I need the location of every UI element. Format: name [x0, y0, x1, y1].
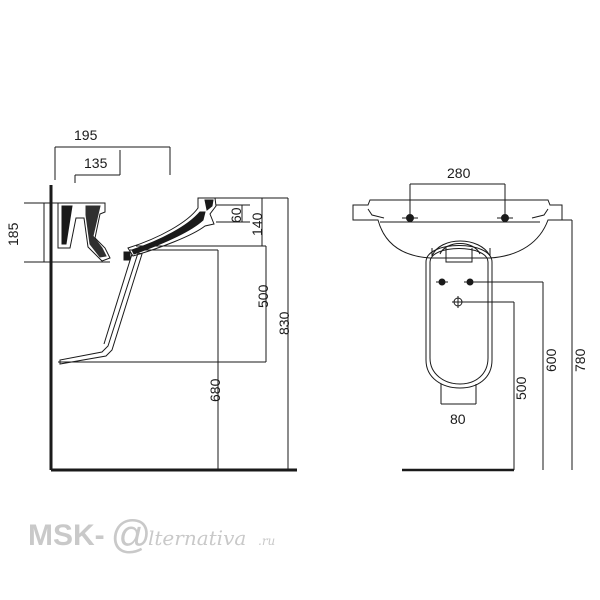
- pedestal-outline: [59, 252, 143, 365]
- dim-135: 135: [84, 155, 108, 171]
- dim-500-front: 500: [513, 376, 529, 400]
- watermark-tld: .ru: [258, 534, 275, 548]
- dim-60: 60: [228, 207, 244, 223]
- dim-140: 140: [249, 212, 265, 236]
- watermark-at-logo: @: [110, 513, 151, 557]
- basin-back-section: [57, 202, 111, 262]
- dim-680: 680: [207, 378, 223, 402]
- dim-185: 185: [5, 222, 21, 246]
- dim-195: 195: [74, 127, 98, 143]
- side-view: [24, 146, 297, 472]
- dim-280: 280: [447, 165, 471, 181]
- basin-front-outline: [352, 199, 563, 259]
- watermark-script: lternativa: [148, 526, 246, 550]
- watermark: MSK- @ lternativa .ru: [28, 513, 275, 557]
- dim-80: 80: [450, 411, 466, 427]
- dim-830: 830: [276, 311, 292, 335]
- dim-500-side: 500: [255, 284, 271, 308]
- dim-780: 780: [572, 348, 588, 372]
- dim-600: 600: [543, 348, 559, 372]
- watermark-brand: MSK-: [28, 519, 105, 552]
- front-view: [352, 183, 573, 472]
- basin-front-section: [127, 197, 217, 257]
